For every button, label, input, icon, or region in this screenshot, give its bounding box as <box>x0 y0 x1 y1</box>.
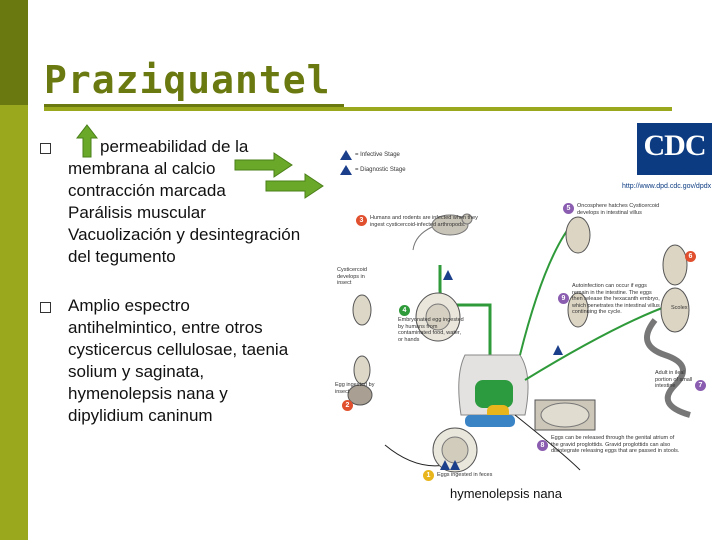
cdc-url: http://www.dpd.cdc.gov/dpdx <box>622 183 712 190</box>
step-number: 3 <box>356 215 367 226</box>
bullet-2-line-5: hymenolepsis nana y <box>68 384 228 403</box>
step-9-text: Autoinfection can occur if eggs remain i… <box>572 283 660 315</box>
step-7-text: Adult in ileal portion of small intestin… <box>655 370 693 389</box>
bullet-1-line-6: del tegumento <box>68 247 176 266</box>
step-number: 7 <box>695 380 706 391</box>
cdc-logo: CDC <box>637 123 712 175</box>
right-arrow-icon <box>265 173 324 199</box>
slide-title: Praziquantel <box>44 58 331 102</box>
cdc-logo-subtext: SAFER · HEALTHIER · PEOPLE <box>643 170 702 175</box>
step-1-text: Eggs ingested in feces <box>437 472 493 478</box>
legend-infective: = Infective Stage <box>355 152 400 158</box>
step-number: 5 <box>563 203 574 214</box>
legend-diagnostic: = Diagnostic Stage <box>355 167 406 173</box>
bullet-2-line-3: cysticercus cellulosae, taenia <box>68 340 289 359</box>
step-number: 4 <box>399 305 410 316</box>
bullet-2-line-6: dipylidium caninum <box>68 406 213 425</box>
life-cycle-diagram: = Infective Stage = Diagnostic Stage 3 H… <box>315 115 720 495</box>
life-cycle-graphics <box>340 150 691 473</box>
bullet-2-line-1: Amplio espectro <box>68 296 190 315</box>
bullet-1-line-3: contracción marcada <box>68 181 226 200</box>
step-2-text: Egg ingested by insect <box>335 382 375 395</box>
insect-label: Cysticercoid develops in insect <box>337 267 367 286</box>
sidebar-accent-top <box>0 0 28 105</box>
step-number: 9 <box>558 293 569 304</box>
up-arrow-icon <box>76 124 98 158</box>
bullet-2-line-2: antihelmintico, entre otros <box>68 318 263 337</box>
step-number: 1 <box>423 470 434 481</box>
step-3-text: Humans and rodents are infected when the… <box>370 215 478 228</box>
cdc-logo-text: CDC <box>643 129 707 162</box>
bullet-1-line-2: membrana al calcio <box>68 159 216 178</box>
bullet-marker <box>40 143 51 154</box>
bullet-1-line-5: Vacuolización y desintegración <box>68 225 301 244</box>
bullet-2-line-4: solium y saginata, <box>68 362 205 381</box>
step-5-text: Oncosphere hatches Cysticercoid develops… <box>577 203 660 216</box>
scolex-label: Scolex <box>671 305 688 311</box>
diagram-caption: hymenolepsis nana <box>450 486 563 501</box>
title-underline-dark <box>44 104 344 107</box>
step-number: 8 <box>537 440 548 451</box>
title-underline <box>44 107 672 111</box>
bullet-1-line-4: Parálisis muscular <box>68 203 206 222</box>
step-number: 2 <box>342 400 353 411</box>
step-8-text: Eggs can be released through the genital… <box>551 435 680 454</box>
right-arrow-icon <box>234 152 293 178</box>
bullet-marker <box>40 302 51 313</box>
bullet-1-line-1: permeabilidad de la <box>100 137 249 156</box>
step-number: 6 <box>685 251 696 262</box>
step-4-text: Embryonated egg ingested by humans from … <box>398 317 464 343</box>
